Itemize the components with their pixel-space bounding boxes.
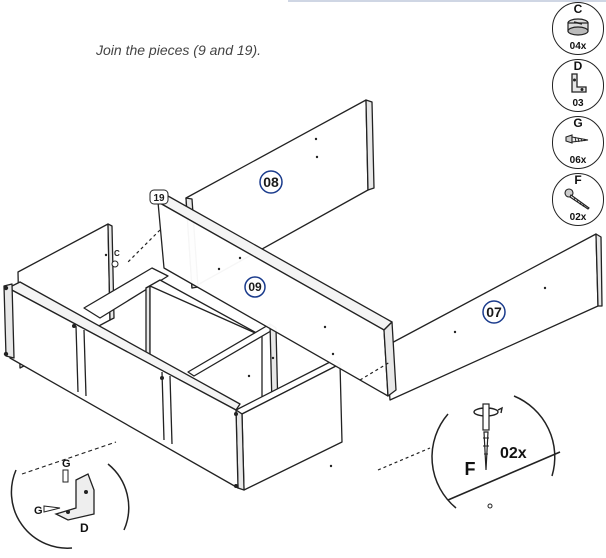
screw-g-top-icon	[62, 469, 69, 483]
panel-08-number: 08	[263, 174, 279, 190]
label-19: 19	[149, 189, 169, 205]
panel-19-number: 19	[153, 193, 165, 204]
screw-g-side-icon	[43, 505, 61, 513]
part-f-letter: F	[574, 173, 582, 187]
short-screw-icon	[565, 134, 589, 144]
panel-09	[157, 195, 397, 397]
cam-c-marker: C	[111, 249, 120, 268]
angle-bracket-detail-icon	[54, 473, 95, 521]
instruction-text: Join the pieces (9 and 19).	[96, 42, 261, 58]
detail-right: F 02x	[431, 395, 561, 509]
label-09: 09	[244, 276, 266, 298]
detail-left-d: D	[80, 521, 89, 535]
cam-c-label: C	[114, 249, 120, 258]
part-f: F 02x	[552, 173, 604, 226]
part-c-qty: 04x	[569, 41, 587, 52]
detail-left: G G D	[10, 441, 130, 549]
cam-lock-icon	[567, 18, 589, 36]
angle-bracket-icon	[571, 73, 587, 93]
detail-right-letter: F	[465, 459, 476, 479]
part-g: G 06x	[552, 116, 604, 169]
panel-07-number: 07	[486, 304, 502, 320]
label-08: 08	[259, 170, 283, 194]
drill-icon	[473, 403, 503, 509]
detail-left-g-top: G	[62, 458, 71, 470]
parts-legend: C 04x D 03 G 06x F 02x	[549, 2, 606, 230]
part-f-qty: 02x	[569, 212, 587, 223]
part-d: D 03	[552, 59, 604, 112]
part-g-letter: G	[573, 116, 583, 130]
header-rule	[288, 0, 606, 2]
detail-left-g-side: G	[34, 505, 43, 517]
part-d-letter: D	[573, 59, 583, 73]
detail-right-qty: 02x	[500, 445, 527, 462]
long-screw-icon	[564, 188, 590, 210]
part-c-letter: C	[573, 2, 583, 16]
label-07: 07	[482, 300, 506, 324]
part-g-qty: 06x	[569, 155, 587, 166]
part-c: C 04x	[552, 2, 604, 55]
left-unit	[3, 223, 343, 491]
part-d-qty: 03	[572, 98, 584, 109]
panel-09-number: 09	[248, 280, 262, 294]
